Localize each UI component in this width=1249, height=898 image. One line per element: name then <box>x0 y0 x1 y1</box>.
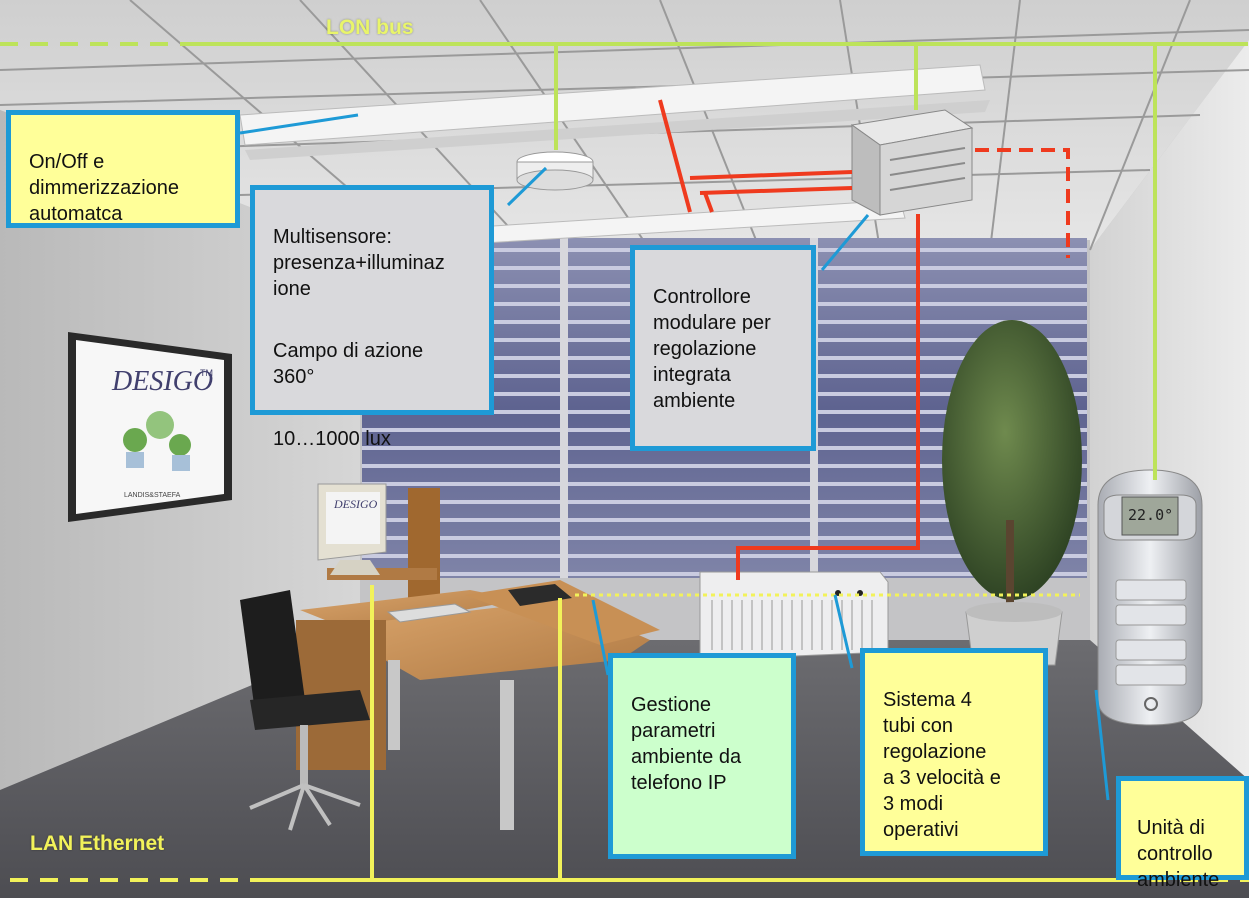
ceiling-light-fixtures <box>239 64 990 247</box>
multisensor-range: Campo di azione 360° <box>273 340 424 388</box>
room-unit-text: Unità di controllo ambiente <box>1137 817 1220 891</box>
wall-poster: DESIGO TM LANDIS&STAEFA <box>68 332 232 522</box>
controller-text: Controllore modulare per regolazione int… <box>653 286 771 412</box>
ip-phone-text: Gestione parametri ambiente da telefono … <box>631 694 742 794</box>
lan-ethernet-label: LAN Ethernet <box>30 832 165 855</box>
monitor-brand: DESIGO <box>333 497 378 511</box>
room-control-unit: 22.0° <box>1097 469 1203 726</box>
lon-bus-label: LON bus <box>326 16 414 39</box>
fan-coil-text: Sistema 4 tubi con regolazione a 3 veloc… <box>883 689 1001 841</box>
ip-phone-callout: Gestione parametri ambiente da telefono … <box>608 653 796 859</box>
callout-leader-lines <box>239 113 1110 801</box>
room-unit-temperature: 22.0° <box>1128 506 1173 524</box>
poster-plant-illustration <box>123 411 191 471</box>
poster-caption: LANDIS&STAEFA <box>124 492 181 499</box>
lan-ethernet-lines <box>10 585 1249 882</box>
lighting-control-callout: On/Off e dimmerizzazione automatca <box>6 110 240 228</box>
hvac-wiring <box>658 99 1070 580</box>
lon-bus-lines <box>0 42 1249 480</box>
lighting-control-text: On/Off e dimmerizzazione automatca <box>29 151 180 225</box>
office-chair <box>240 590 370 831</box>
multisensor-lux: 10…1000 lux <box>273 428 391 450</box>
fan-coil-unit <box>699 571 889 661</box>
multisensor-device <box>516 151 594 191</box>
poster-brand: DESIGO <box>111 366 213 397</box>
controller-callout: Controllore modulare per regolazione int… <box>630 245 816 451</box>
multisensor-callout: Multisensore: presenza+illuminaz ione Ca… <box>250 185 494 450</box>
desk-with-computer: DESIGO <box>296 483 660 830</box>
fan-coil-callout: Sistema 4 tubi con regolazione a 3 veloc… <box>860 648 1048 856</box>
modular-controller-device <box>850 109 974 216</box>
room-unit-callout: Unità di controllo ambiente <box>1116 776 1249 891</box>
poster-trademark: TM <box>200 368 213 378</box>
multisensor-title: Multisensore: presenza+illuminaz ione <box>273 226 445 300</box>
